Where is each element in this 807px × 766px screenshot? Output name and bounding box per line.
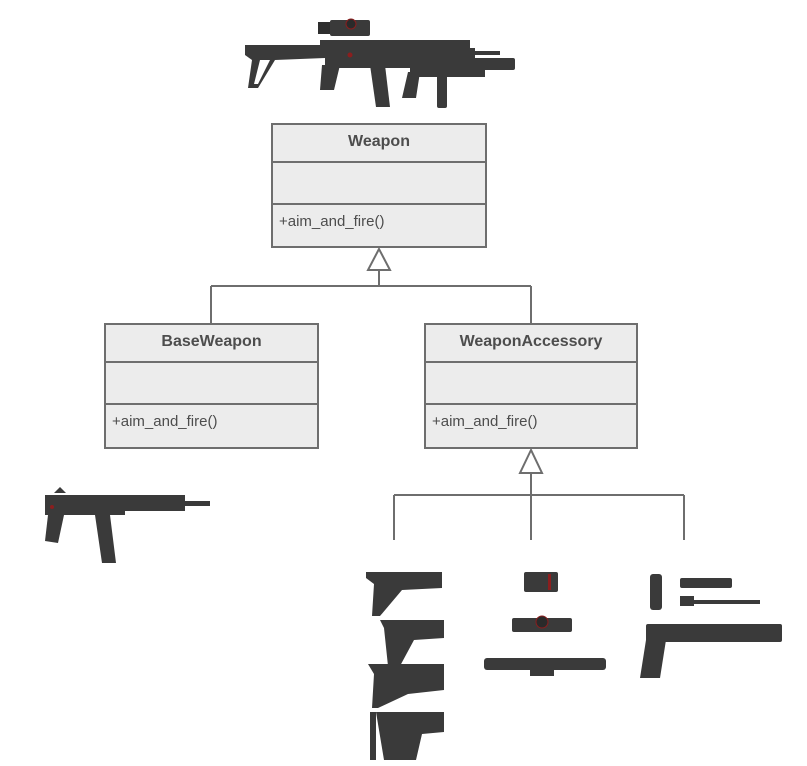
red-dot-sight [524,572,558,592]
class-name: BaseWeapon [106,325,317,363]
base-rifle-image [45,487,210,563]
class-name: Weapon [273,125,485,163]
class-attributes [426,363,636,405]
generalization-arrow-weapon [366,246,392,271]
class-name: WeaponAccessory [426,325,636,363]
flashlight [680,578,732,588]
stock-adjustable [380,620,444,666]
class-weaponaccessory[interactable]: WeaponAccessory +aim_and_fire() [424,323,638,449]
class-weapon[interactable]: Weapon +aim_and_fire() [271,123,487,248]
stocks-image [366,572,444,760]
class-attributes [106,363,317,405]
stock-fixed [368,664,444,708]
class-attributes [273,163,485,205]
bipod [680,600,760,604]
assembled-rifle-image [245,18,515,108]
stock-folding [366,572,442,616]
grips-and-launcher-image [640,574,782,678]
class-operation: +aim_and_fire() [112,413,218,430]
vertical-grip [650,574,662,610]
scopes-image [484,572,606,676]
class-baseweapon[interactable]: BaseWeapon +aim_and_fire() [104,323,319,449]
class-operation: +aim_and_fire() [432,413,538,430]
class-operation: +aim_and_fire() [279,213,385,230]
underbarrel-launcher [646,624,782,642]
generalization-arrow-accessory [518,447,544,474]
long-range-scope [484,658,606,670]
stock-precision [376,712,444,760]
